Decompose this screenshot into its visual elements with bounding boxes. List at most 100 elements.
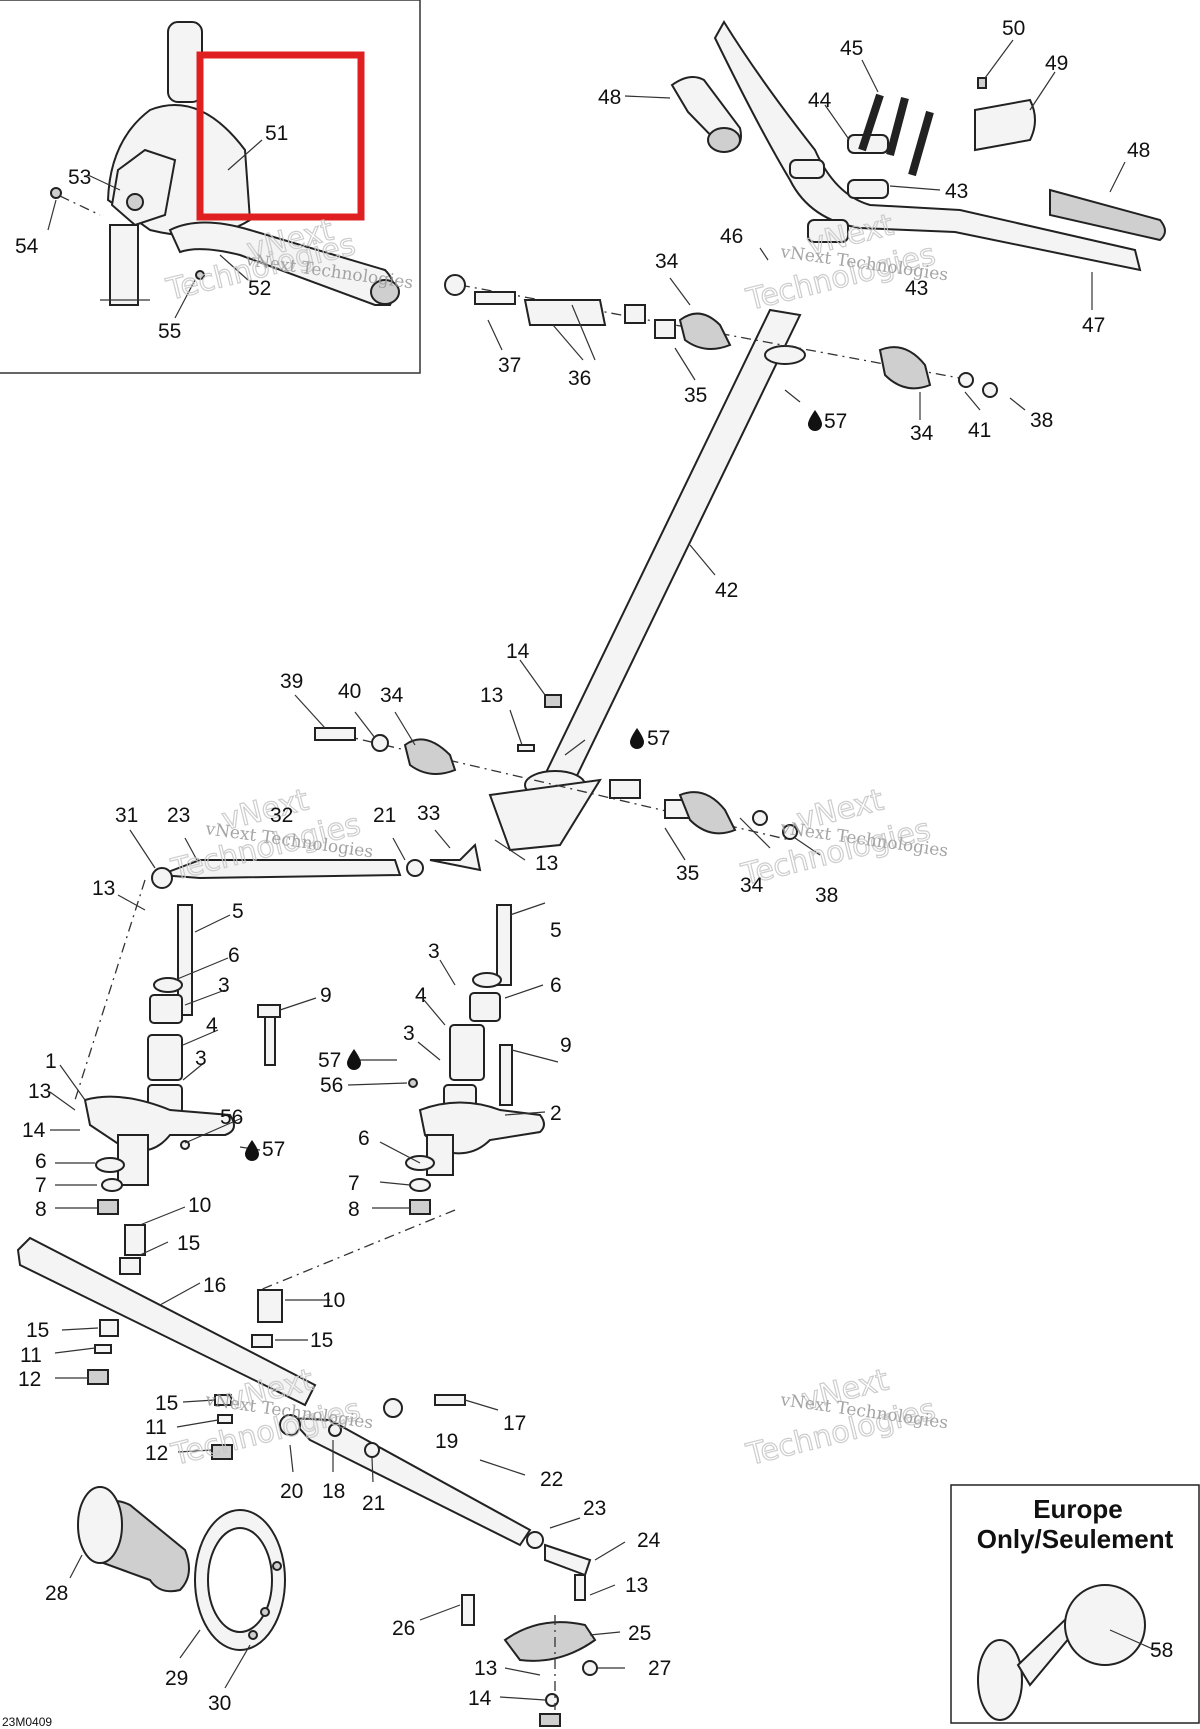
europe-title-2: Only/Seulement <box>977 1524 1174 1554</box>
callout-label: 9 <box>320 984 332 1007</box>
callout-label: 29 <box>165 1667 188 1690</box>
lower-tie-rod <box>279 1394 592 1601</box>
callout-label: 34 <box>740 874 764 897</box>
callout-label: 27 <box>648 1657 671 1680</box>
boot-assembly <box>77 1486 286 1651</box>
callout-label: 18 <box>322 1480 345 1503</box>
callout-label: 6 <box>228 944 240 967</box>
callout-label: 24 <box>637 1529 661 1552</box>
callout-label: 48 <box>598 86 621 109</box>
grease-drop-icon <box>808 410 822 431</box>
callout-label: 6 <box>358 1127 370 1150</box>
handlebar <box>670 20 1166 272</box>
callout-label: 47 <box>1082 314 1105 337</box>
callout-label: 30 <box>208 1692 231 1715</box>
callout-label: 14 <box>468 1687 492 1710</box>
callout-label: 57 <box>318 1049 341 1072</box>
callout-label: 12 <box>18 1368 41 1391</box>
callout-label: 8 <box>35 1198 47 1221</box>
callout-label: 38 <box>1030 409 1053 432</box>
callout-label: 21 <box>373 804 396 827</box>
upper-tie-rod <box>74 842 482 1101</box>
callout-label: 48 <box>1127 139 1150 162</box>
callout-label: 58 <box>1150 1639 1173 1662</box>
callout-label: 6 <box>550 974 562 997</box>
callout-label: 34 <box>380 684 404 707</box>
callout-label: 28 <box>45 1582 68 1605</box>
callout-label: 31 <box>115 804 138 827</box>
callout-label: 36 <box>568 367 591 390</box>
callout-label: 11 <box>20 1344 42 1367</box>
callout-label: 57 <box>647 727 670 750</box>
grease-drop-icon <box>347 1049 361 1070</box>
lower-bracket <box>461 1594 598 1727</box>
callout-label: 35 <box>676 862 699 885</box>
upper-linkage <box>444 274 998 398</box>
europe-inset: Europe Only/Seulement <box>950 1484 1200 1724</box>
callout-label: 21 <box>362 1492 385 1515</box>
callout-label: 9 <box>560 1034 572 1057</box>
left-pivot-stack <box>83 904 281 1215</box>
callout-label: 44 <box>808 89 832 112</box>
callout-label: 41 <box>968 419 991 442</box>
callout-label: 26 <box>392 1617 415 1640</box>
callout-label: 56 <box>320 1074 343 1097</box>
grease-drop-icon <box>245 1140 259 1161</box>
callout-label: 23 <box>167 804 190 827</box>
callout-label: 4 <box>206 1014 218 1037</box>
callout-label: 19 <box>435 1430 458 1453</box>
callout-label: 15 <box>155 1392 178 1415</box>
callout-label: 55 <box>158 320 181 343</box>
middle-linkage <box>314 694 798 841</box>
callout-label: 43 <box>945 180 968 203</box>
callout-label: 22 <box>540 1468 563 1491</box>
callout-label: 7 <box>348 1172 360 1195</box>
callout-label: 49 <box>1045 52 1068 75</box>
callout-label: 17 <box>503 1412 526 1435</box>
callout-label: 7 <box>35 1174 47 1197</box>
steering-arm <box>16 1224 317 1460</box>
highlight-box <box>196 51 365 221</box>
callout-label: 10 <box>188 1194 211 1217</box>
callout-label: 12 <box>145 1442 168 1465</box>
callout-label: 13 <box>480 684 503 707</box>
callout-label: 52 <box>248 277 271 300</box>
callout-label: 20 <box>280 1480 303 1503</box>
callout-label: 16 <box>203 1274 226 1297</box>
callout-label: 4 <box>415 984 427 1007</box>
callout-label: 35 <box>684 384 707 407</box>
europe-title-1: Europe <box>1033 1494 1123 1524</box>
callout-label: 1 <box>45 1050 57 1073</box>
callout-label: 57 <box>262 1138 285 1161</box>
callout-label: 34 <box>910 422 934 445</box>
callout-label: 5 <box>550 919 562 942</box>
callout-label: 53 <box>68 166 91 189</box>
callout-label: 13 <box>535 852 558 875</box>
callout-label: 13 <box>474 1657 497 1680</box>
callout-label: 39 <box>280 670 303 693</box>
callout-label: 2 <box>550 1102 562 1125</box>
callout-label: 50 <box>1002 17 1025 40</box>
callout-label: 33 <box>417 802 440 825</box>
callout-label: 54 <box>15 235 39 258</box>
callout-label: 5 <box>232 900 244 923</box>
callout-label: 46 <box>720 225 743 248</box>
callout-label: 34 <box>655 250 679 273</box>
callout-label: 11 <box>145 1416 167 1439</box>
callout-label: 51 <box>265 122 288 145</box>
diagram-code: 23M0409 <box>2 1715 52 1729</box>
handlebar-inset <box>0 0 421 374</box>
callout-label: 3 <box>218 974 230 997</box>
callout-label: 23 <box>583 1497 606 1520</box>
callout-label: 43 <box>905 277 928 300</box>
callout-label: 10 <box>322 1289 345 1312</box>
callout-label: 56 <box>220 1106 243 1129</box>
callout-label: 8 <box>348 1198 360 1221</box>
callout-label: 15 <box>310 1329 333 1352</box>
callout-label: 15 <box>177 1232 200 1255</box>
grease-drop-icons <box>245 410 822 1161</box>
callout-label: 3 <box>428 940 440 963</box>
callout-label: 40 <box>338 680 361 703</box>
callout-label: 6 <box>35 1150 47 1173</box>
